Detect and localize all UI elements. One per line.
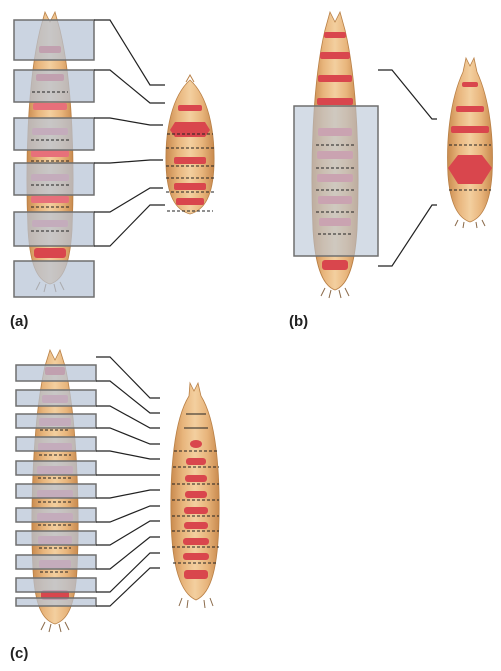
panel-b bbox=[294, 12, 492, 298]
panel-a bbox=[14, 12, 214, 297]
panel-c bbox=[16, 350, 219, 632]
larva-b-connectors bbox=[378, 70, 437, 266]
mutant-larva-a bbox=[166, 75, 214, 214]
panel-label-c: (c) bbox=[10, 645, 28, 662]
mutant-larva-c bbox=[171, 383, 219, 608]
panel-label-a: (a) bbox=[10, 313, 28, 330]
larva-c-connectors bbox=[96, 357, 160, 606]
panel-label-b: (b) bbox=[289, 313, 308, 330]
larva-a-connectors bbox=[94, 20, 165, 246]
mutant-larva-b bbox=[448, 58, 493, 228]
